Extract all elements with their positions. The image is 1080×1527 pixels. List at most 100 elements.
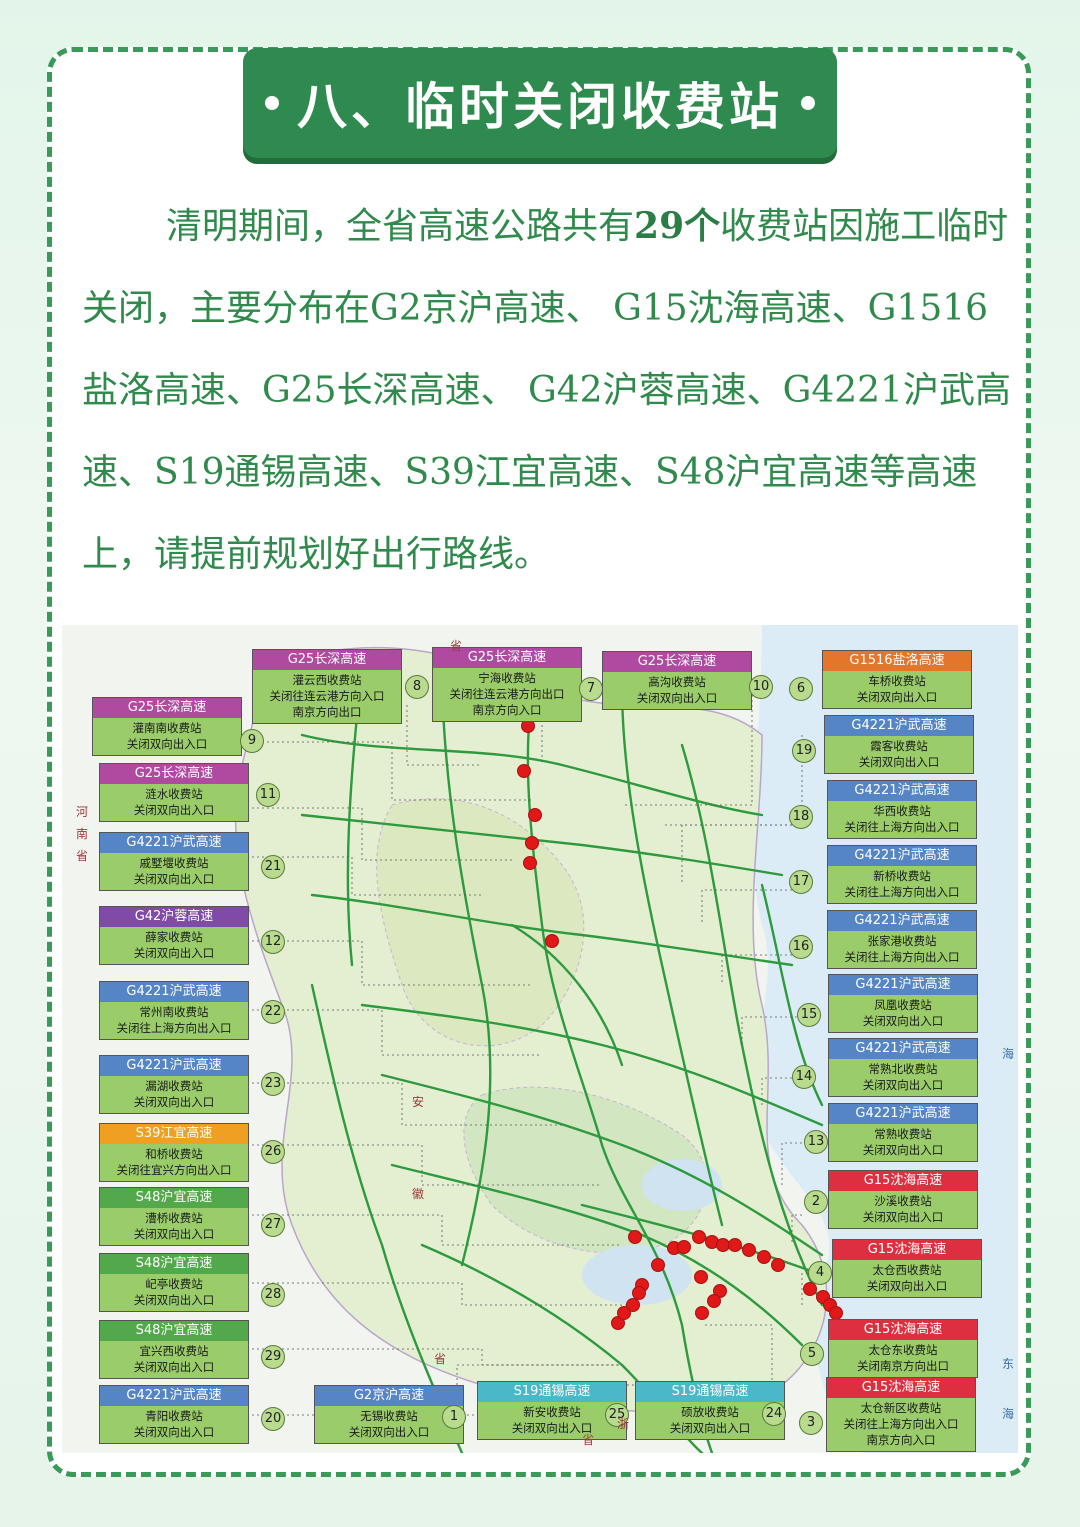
station-name: 新安收费站	[523, 1405, 581, 1419]
station-card-20: G4221沪武高速青阳收费站关闭双向出入口	[99, 1385, 249, 1444]
station-note: 关闭双向出入口	[862, 1210, 944, 1224]
station-name: 凤凰收费站	[874, 998, 932, 1012]
station-card-1: G2京沪高速无锡收费站关闭双向出入口	[314, 1385, 464, 1444]
station-note: 关闭双向出入口	[133, 1095, 215, 1109]
closed-station-marker	[695, 1306, 709, 1320]
station-body: 高沟收费站关闭双向出入口	[603, 672, 751, 709]
station-body: 无锡收费站关闭双向出入口	[315, 1406, 463, 1443]
station-card-29: S48沪宜高速宜兴西收费站关闭双向出入口	[99, 1320, 249, 1379]
place-label: 海	[1002, 1047, 1015, 1061]
station-card-15: G4221沪武高速凤凰收费站关闭双向出入口	[828, 974, 978, 1033]
station-card-14: G4221沪武高速常熟北收费站关闭双向出入口	[828, 1038, 978, 1097]
station-body: 太仓西收费站关闭双向出入口	[833, 1260, 981, 1297]
station-note: 关闭双向出入口	[348, 1425, 430, 1439]
station-body: 霞客收费站关闭双向出入口	[825, 736, 973, 773]
closed-station-marker	[528, 808, 542, 822]
station-body: 涟水收费站关闭双向出入口	[100, 784, 248, 821]
station-note-2: 南京方向入口	[472, 703, 542, 717]
station-card-7: G25长深高速宁海收费站关闭往连云港方向出口南京方向入口	[432, 647, 582, 722]
closed-station-marker	[523, 856, 537, 870]
station-card-19: G4221沪武高速霞客收费站关闭双向出入口	[824, 715, 974, 774]
station-road: S19通锡高速	[478, 1382, 626, 1402]
station-body: 青阳收费站关闭双向出入口	[100, 1406, 248, 1443]
station-number-badge: 25	[605, 1403, 629, 1427]
place-label: 安	[412, 1095, 425, 1109]
station-road: G42沪蓉高速	[100, 907, 248, 927]
section-title: 八、临时关闭收费站	[297, 78, 783, 136]
station-note: 关闭双向出入口	[862, 1078, 944, 1092]
station-road: G4221沪武高速	[828, 911, 976, 931]
station-note: 关闭往上海方向出入口	[843, 1417, 959, 1431]
station-number-badge: 23	[261, 1072, 285, 1096]
station-card-27: S48沪宜高速漕桥收费站关闭双向出入口	[99, 1187, 249, 1246]
station-number-badge: 28	[261, 1283, 285, 1307]
station-note: 关闭南京方向出口	[857, 1359, 949, 1373]
station-name: 屺亭收费站	[145, 1277, 203, 1291]
station-number-badge: 18	[789, 805, 813, 829]
station-body: 和桥收费站关闭往宜兴方向出入口	[100, 1144, 248, 1181]
station-name: 薛家收费站	[145, 930, 203, 944]
station-number-badge: 21	[261, 855, 285, 879]
closed-station-marker	[742, 1243, 756, 1257]
station-number-badge: 2	[804, 1190, 828, 1214]
station-road: S48沪宜高速	[100, 1188, 248, 1208]
place-label: 浙	[617, 1417, 630, 1431]
station-number-badge: 4	[808, 1261, 832, 1285]
station-number-badge: 5	[800, 1342, 824, 1366]
intro-text-1: 清明期间，全省高速公路共有	[166, 206, 635, 247]
station-note: 关闭往连云港方向出口	[449, 687, 565, 701]
intro-paragraph: 清明期间，全省高速公路共有29个收费站因施工临时关闭，主要分布在G2京沪高速、 …	[82, 185, 1012, 596]
station-number-badge: 15	[797, 1003, 821, 1027]
station-road: G4221沪武高速	[828, 781, 976, 801]
station-card-22: G4221沪武高速常州南收费站关闭往上海方向出入口	[99, 981, 249, 1040]
station-note: 关闭双向出入口	[133, 1360, 215, 1374]
station-card-5: G15沈海高速太仓东收费站关闭南京方向出口	[828, 1319, 978, 1378]
place-label: 省	[434, 1352, 447, 1366]
station-name: 硕放收费站	[681, 1405, 739, 1419]
station-body: 张家港收费站关闭往上海方向出入口	[828, 931, 976, 968]
station-body: 车桥收费站关闭双向出入口	[823, 671, 971, 708]
station-note: 关闭往宜兴方向出入口	[116, 1163, 232, 1177]
closed-station-marker	[626, 1298, 640, 1312]
station-road: G15沈海高速	[827, 1378, 975, 1398]
station-road: G4221沪武高速	[829, 975, 977, 995]
station-note: 关闭双向出入口	[636, 691, 718, 705]
station-road: G4221沪武高速	[828, 846, 976, 866]
station-road: S48沪宜高速	[100, 1321, 248, 1341]
station-road: G1516盐洛高速	[823, 651, 971, 671]
station-card-16: G4221沪武高速张家港收费站关闭往上海方向出入口	[827, 910, 977, 969]
closed-station-marker	[545, 934, 559, 948]
station-road: G15沈海高速	[829, 1320, 977, 1340]
station-name: 漏湖收费站	[145, 1079, 203, 1093]
place-label: 东	[1002, 1357, 1015, 1371]
station-body: 常熟北收费站关闭双向出入口	[829, 1059, 977, 1096]
station-note: 关闭双向出入口	[669, 1421, 751, 1435]
station-body: 新安收费站关闭双向出入口	[478, 1402, 626, 1439]
closed-station-marker	[757, 1250, 771, 1264]
station-body: 漏湖收费站关闭双向出入口	[100, 1076, 248, 1113]
station-name: 无锡收费站	[360, 1409, 418, 1423]
station-name: 漕桥收费站	[145, 1211, 203, 1225]
station-card-6: G1516盐洛高速车桥收费站关闭双向出入口	[822, 650, 972, 709]
station-road: G4221沪武高速	[829, 1104, 977, 1124]
station-note: 关闭双向出入口	[133, 1227, 215, 1241]
station-road: G4221沪武高速	[100, 1056, 248, 1076]
station-card-2: G15沈海高速沙溪收费站关闭双向出入口	[828, 1170, 978, 1229]
station-card-9: G25长深高速灌南南收费站关闭双向出入口	[92, 697, 242, 756]
station-card-21: G4221沪武高速戚墅堰收费站关闭双向出入口	[99, 832, 249, 891]
station-note: 关闭往连云港方向入口	[269, 689, 385, 703]
station-road: G25长深高速	[433, 648, 581, 668]
station-name: 涟水收费站	[145, 787, 203, 801]
closed-station-marker	[517, 764, 531, 778]
closed-station-marker	[677, 1240, 691, 1254]
station-count: 29个	[634, 205, 721, 247]
station-number-badge: 6	[789, 677, 813, 701]
station-body: 屺亭收费站关闭双向出入口	[100, 1274, 248, 1311]
station-number-badge: 24	[762, 1402, 786, 1426]
station-number-badge: 7	[579, 677, 603, 701]
closed-station-marker	[632, 1286, 646, 1300]
station-name: 霞客收费站	[870, 739, 928, 753]
station-note: 关闭双向出入口	[866, 1279, 948, 1293]
station-body: 新桥收费站关闭往上海方向出入口	[828, 866, 976, 903]
